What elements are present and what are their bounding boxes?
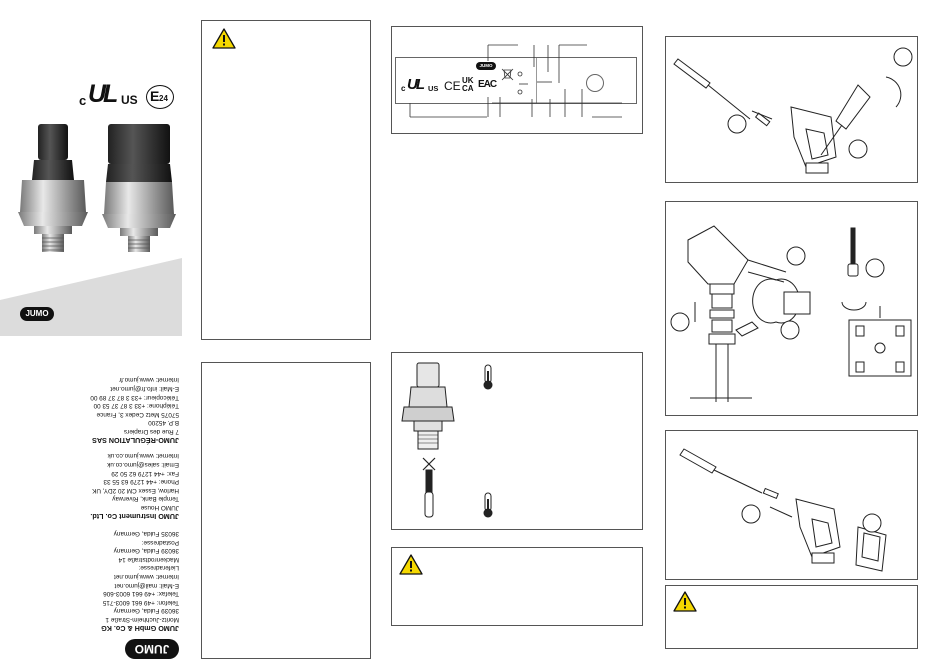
address-de-line: Lieferadresse:: [138, 564, 180, 572]
address-de-line: 36039 Fulda, Germany: [113, 547, 179, 555]
nameplate-label: JUMO c UL US CE UK CA EAC: [395, 57, 637, 104]
assembly-drawing: [679, 448, 887, 572]
mounting-figure-frame: [391, 352, 643, 530]
address-fr-line: Internet: www.jumo.fr: [118, 376, 179, 384]
address-de-line: Telefon: +49 661 6003-715: [102, 598, 179, 606]
sensor-photo-left: [18, 124, 88, 252]
thermometer-icon: [483, 364, 493, 390]
address-de: JUMO GmbH & Co. KG Moritz-Juchheim-Straß…: [101, 528, 179, 634]
address-uk-line: Email: sales@jumo.co.uk: [107, 461, 179, 469]
warning-box-right: [665, 585, 918, 649]
nameplate-callouts: [409, 44, 622, 118]
ul-us-text: US: [121, 93, 138, 107]
nameplate-ce: CE: [444, 79, 461, 93]
address-de-company: JUMO GmbH & Co. KG: [101, 624, 179, 633]
nameplate-logo-text: JUMO: [479, 63, 493, 68]
address-block: JUMO JUMO GmbH & Co. KG Moritz-Juchheim-…: [55, 360, 183, 660]
nameplate-divider: [536, 58, 537, 103]
figure-cable-mounting: [665, 201, 918, 416]
figure-assembly: [665, 430, 918, 580]
nameplate-circle: [586, 74, 604, 92]
address-fr-line: B.P. 45200: [148, 419, 179, 427]
e-mark-number: 24: [159, 94, 168, 103]
address-de-line: Internet: www.jumo.net: [113, 573, 179, 581]
nameplate-ukca-top: UK: [462, 76, 474, 85]
e-mark: E 24: [146, 85, 174, 109]
sensor-mounting-drawing: [401, 362, 493, 518]
jumo-logo-address: JUMO: [125, 639, 179, 659]
address-fr-line: 7 Rue des Drapiers: [123, 428, 179, 435]
jumo-logo-address-text: JUMO: [134, 642, 170, 656]
sensor-photo-right: [102, 124, 176, 252]
ul-logo-text: UL: [88, 80, 118, 108]
nameplate-eac: EAC: [478, 79, 497, 90]
nameplate-ul: c UL US: [401, 76, 443, 95]
address-uk-line: Fax: +44 1279 62 50 29: [111, 469, 179, 477]
nameplate-frame: JUMO c UL US CE UK CA EAC: [391, 26, 643, 134]
warning-triangle-icon: [673, 591, 697, 612]
nameplate-ul-us: US: [428, 84, 439, 93]
address-uk-line: Phone: +44 1279 63 55 33: [103, 478, 179, 486]
warning-triangle-icon: [212, 28, 236, 49]
address-uk-line: Harlow, Essex CM 20 2DY, UK: [92, 486, 179, 494]
nameplate-ul-c: c: [401, 84, 406, 93]
address-fr-line: Télécopieur: +33 3 87 37 89 00: [90, 393, 179, 401]
address-uk-line: JUMO House: [140, 504, 179, 511]
address-de-line: Telefax: +49 661 6003-606: [103, 590, 179, 598]
address-de-line: 36039 Fulda, Germany: [113, 607, 179, 615]
address-uk-line: Internet: www.jumo.co.uk: [107, 452, 179, 460]
e-mark-letter: E: [150, 88, 160, 104]
jumo-logo-cover-text: JUMO: [25, 309, 49, 318]
address-uk-line: Temple Bank, Riverway: [112, 495, 179, 503]
address-de-line: Mackenrodtstraße 14: [118, 555, 179, 563]
nameplate-ukca: UK CA: [462, 77, 474, 93]
address-fr-company: JUMO-RÉGULATION SAS: [92, 436, 179, 445]
address-de-line: Moritz-Juchheim-Straße 1: [105, 616, 179, 623]
nameplate-ul-logo: UL: [407, 76, 425, 93]
ul-c-text: c: [79, 93, 87, 108]
warning-box-top: [201, 20, 371, 340]
nameplate-ukca-bottom: CA: [462, 84, 474, 93]
address-uk-company: JUMO Instrument Co. Ltd.: [90, 512, 179, 521]
nameplate-logo: JUMO: [476, 62, 496, 70]
address-fr: JUMO-RÉGULATION SAS 7 Rue des Drapiers B…: [90, 375, 179, 446]
text-box-bottom: [201, 362, 371, 659]
screw-removal-drawing: [673, 47, 913, 174]
address-de-line: Postadresse:: [141, 538, 179, 546]
jumo-logo-cover: JUMO: [20, 307, 54, 321]
warning-box-middle: [391, 547, 643, 626]
address-de-line: 36035 Fulda, Germany: [113, 530, 179, 538]
address-fr-line: E-Mail: info.fr@jumo.net: [110, 385, 179, 393]
address-uk: JUMO Instrument Co. Ltd. JUMO House Temp…: [90, 451, 179, 522]
ul-mark: c UL US: [79, 80, 139, 112]
warning-triangle-icon: [399, 554, 423, 575]
cover-panel: c UL US E 24 JUMO: [0, 0, 182, 336]
address-fr-line: Téléphone: +33 3 87 37 53 00: [93, 402, 179, 410]
figure-screw-removal: [665, 36, 918, 183]
nameplate-symbols: [501, 68, 528, 95]
address-de-line: E-Mail: mail@jumo.net: [114, 581, 179, 589]
address-fr-line: 57075 Metz Cedex 3, France: [96, 410, 179, 418]
cable-mounting-drawing: [670, 225, 912, 402]
